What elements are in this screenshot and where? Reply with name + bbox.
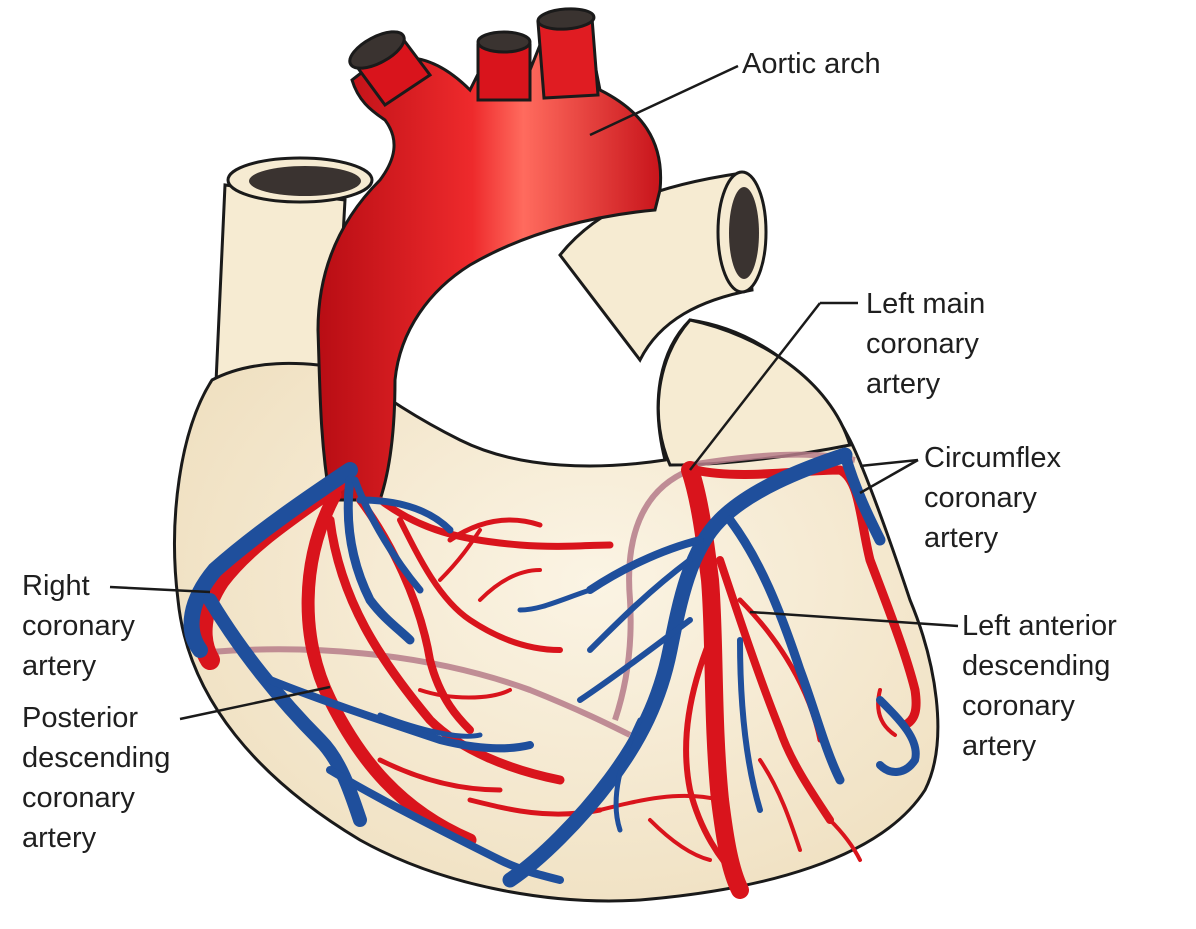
label-lad-line-4: artery — [962, 726, 1117, 766]
label-left-main-line-3: artery — [866, 364, 985, 404]
vena-cava-lumen — [249, 166, 361, 196]
left-auricle — [658, 320, 850, 465]
pulmonary-lumen — [729, 187, 759, 279]
label-circumflex-line-3: artery — [924, 518, 1061, 558]
label-circumflex-line-2: coronary — [924, 478, 1061, 518]
label-right-coronary-artery: Right coronary artery — [22, 566, 135, 686]
label-lad-line-2: descending — [962, 646, 1117, 686]
label-aortic-arch-line-1: Aortic arch — [742, 44, 881, 84]
label-posterior-line-2: descending — [22, 738, 170, 778]
label-left-anterior-descending-coronary-artery: Left anterior descending coronary artery — [962, 606, 1117, 766]
label-circumflex-coronary-artery: Circumflex coronary artery — [924, 438, 1061, 558]
label-posterior-line-1: Posterior — [22, 698, 170, 738]
label-right-coronary-line-1: Right — [22, 566, 135, 606]
label-lad-line-3: coronary — [962, 686, 1117, 726]
label-posterior-descending-coronary-artery: Posterior descending coronary artery — [22, 698, 170, 858]
label-right-coronary-line-2: coronary — [22, 606, 135, 646]
label-left-main-coronary-artery: Left main coronary artery — [866, 284, 985, 404]
label-circumflex-line-1: Circumflex — [924, 438, 1061, 478]
label-posterior-line-3: coronary — [22, 778, 170, 818]
label-left-main-line-2: coronary — [866, 324, 985, 364]
label-aortic-arch: Aortic arch — [742, 44, 881, 84]
label-lad-line-1: Left anterior — [962, 606, 1117, 646]
label-left-main-line-1: Left main — [866, 284, 985, 324]
label-posterior-line-4: artery — [22, 818, 170, 858]
label-right-coronary-line-3: artery — [22, 646, 135, 686]
